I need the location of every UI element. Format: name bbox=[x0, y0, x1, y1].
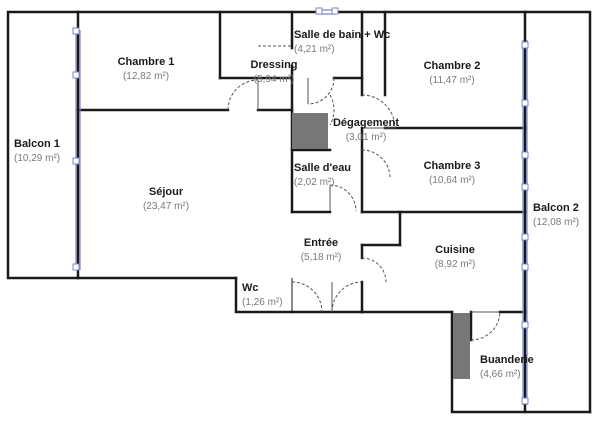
door-chambre-1 bbox=[227, 79, 259, 111]
room-area: (23,47 m²) bbox=[142, 201, 190, 212]
room-name: Dégagement bbox=[332, 117, 400, 129]
wall-balcon-2 bbox=[523, 10, 592, 414]
room-wc: Wc (1,26 m²) bbox=[242, 282, 283, 308]
wall-buanderie bbox=[450, 310, 592, 414]
room-name: Chambre 1 bbox=[117, 56, 175, 68]
room-area: (5,18 m²) bbox=[300, 252, 342, 263]
room-area: (1,26 m²) bbox=[242, 297, 283, 308]
room-area: (10,29 m²) bbox=[14, 153, 61, 164]
mullion bbox=[331, 7, 339, 15]
room-area: (3,01 m²) bbox=[345, 132, 387, 143]
room-chambre-3: Chambre 3 (10,64 m²) bbox=[412, 160, 492, 186]
door-salle-d-eau bbox=[329, 184, 357, 212]
room-chambre-1: Chambre 1 (12,82 m²) bbox=[106, 56, 186, 82]
mullion bbox=[72, 263, 80, 271]
wall-wc-outline bbox=[234, 276, 294, 314]
room-chambre-2: Chambre 2 (11,47 m²) bbox=[412, 60, 492, 86]
walls bbox=[6, 10, 592, 414]
door-deg-left bbox=[329, 94, 335, 126]
door-swings bbox=[227, 45, 501, 341]
duct-buanderie bbox=[453, 313, 470, 379]
room-buanderie: Buanderie (4,66 m²) bbox=[480, 354, 534, 380]
room-area: (5,94 m²) bbox=[253, 74, 295, 85]
mullion bbox=[521, 41, 529, 49]
room-area: (10,64 m²) bbox=[428, 175, 476, 186]
door-entree bbox=[331, 281, 363, 313]
room-area: (2,02 m²) bbox=[294, 177, 335, 188]
room-name: Balcon 2 bbox=[533, 202, 579, 214]
room-area: (4,21 m²) bbox=[294, 44, 335, 55]
mullion bbox=[72, 71, 80, 79]
room-salle-de-bain-wc: Salle de bain + Wc (4,21 m²) bbox=[294, 29, 390, 55]
room-area: (12,82 m²) bbox=[122, 71, 170, 82]
door-sdb bbox=[307, 77, 335, 105]
room-cuisine: Cuisine (8,92 m²) bbox=[420, 244, 490, 270]
room-name: Wc bbox=[242, 282, 259, 294]
room-area: (8,92 m²) bbox=[434, 259, 476, 270]
mullion bbox=[521, 151, 529, 159]
mullion bbox=[315, 7, 323, 15]
door-chambre-3 bbox=[361, 149, 391, 179]
door-buanderie bbox=[470, 311, 501, 341]
mullion bbox=[72, 27, 80, 35]
door-leaves bbox=[257, 78, 500, 313]
room-sejour: Séjour (23,47 m²) bbox=[126, 186, 206, 212]
mullion bbox=[521, 263, 529, 271]
room-name: Séjour bbox=[148, 186, 184, 198]
room-balcon-1: Balcon 1 (10,29 m²) bbox=[14, 138, 60, 164]
room-name: Salle d'eau bbox=[294, 162, 352, 174]
door-wc bbox=[291, 281, 323, 313]
door-chambre-2 bbox=[361, 94, 396, 129]
room-name: Balcon 1 bbox=[14, 138, 60, 150]
room-name: Chambre 2 bbox=[423, 60, 481, 72]
room-degagement: Dégagement (3,01 m²) bbox=[322, 117, 410, 143]
room-name: Chambre 3 bbox=[423, 160, 481, 172]
room-entree: Entrée (5,18 m²) bbox=[288, 237, 354, 263]
room-name: Buanderie bbox=[480, 354, 534, 366]
mullion bbox=[521, 99, 529, 107]
door-cuisine bbox=[361, 257, 387, 283]
wall-balcon-1 bbox=[6, 10, 80, 280]
room-area: (4,66 m²) bbox=[480, 369, 521, 380]
mullion bbox=[521, 233, 529, 241]
mullion bbox=[521, 183, 529, 191]
mullion bbox=[521, 321, 529, 329]
mullion bbox=[521, 397, 529, 405]
room-salle-d-eau: Salle d'eau (2,02 m²) bbox=[294, 162, 351, 188]
room-dressing: Dressing (5,94 m²) bbox=[240, 59, 308, 85]
window-mullions bbox=[72, 7, 529, 405]
room-name: Dressing bbox=[250, 59, 298, 71]
room-area: (12,08 m²) bbox=[533, 217, 580, 228]
room-balcon-2: Balcon 2 (12,08 m²) bbox=[533, 202, 579, 228]
room-name: Entrée bbox=[303, 237, 339, 249]
room-name: Salle de bain + Wc bbox=[294, 29, 391, 41]
room-name: Cuisine bbox=[435, 244, 475, 256]
mullion bbox=[72, 157, 80, 165]
duct-degagement bbox=[292, 113, 328, 149]
room-area: (11,47 m²) bbox=[429, 75, 475, 86]
